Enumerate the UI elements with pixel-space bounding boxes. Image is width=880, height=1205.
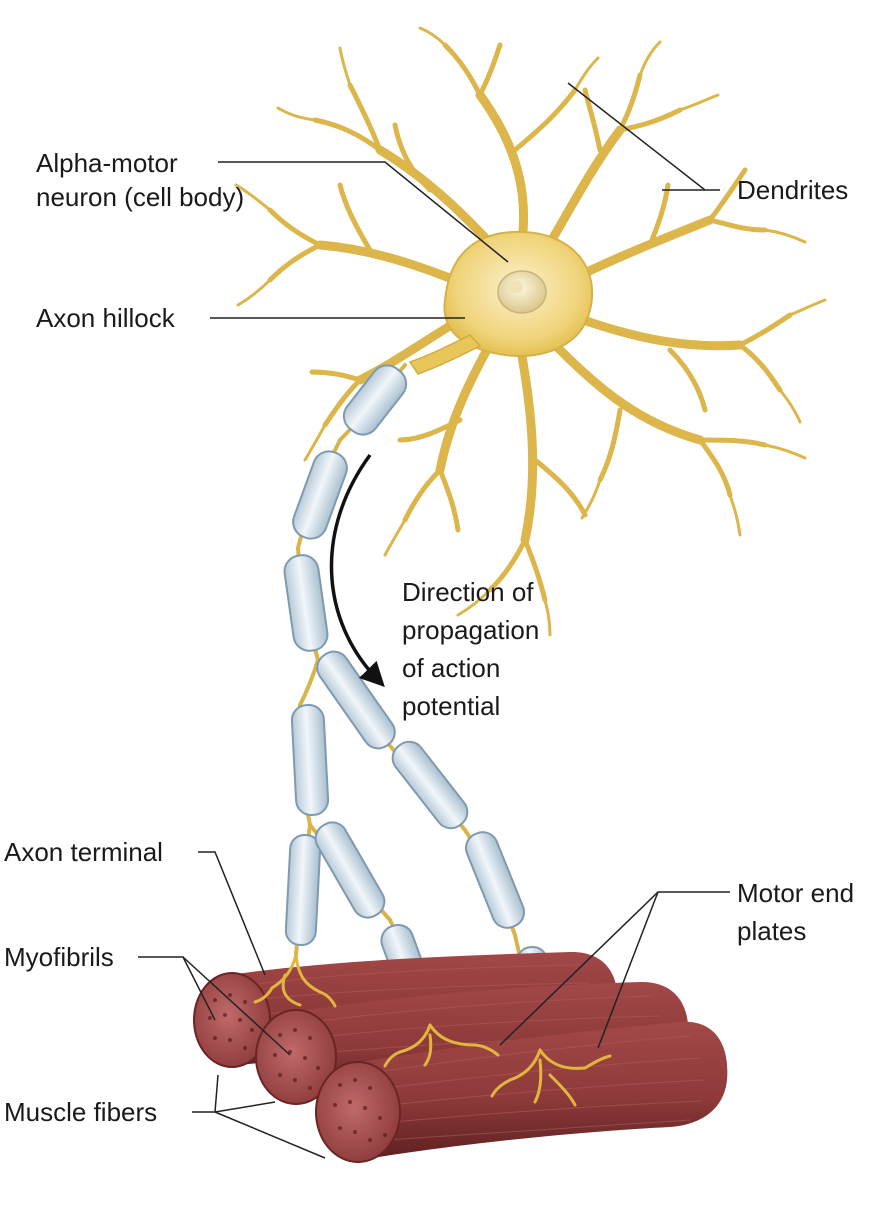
label-motor-end-plates: Motor end plates xyxy=(737,878,855,946)
axon-hillock xyxy=(408,334,482,375)
myelin-segment xyxy=(284,834,322,946)
propagation-arrow xyxy=(329,453,385,688)
myelin-segment xyxy=(391,740,469,830)
leader-muscle-fibers-2 xyxy=(214,1101,276,1113)
leader-myofibrils-2 xyxy=(182,956,291,1056)
nucleus xyxy=(497,270,547,314)
label-myofibrils: Myofibrils xyxy=(4,942,114,972)
leader-motor-end-plates-2 xyxy=(597,891,659,1049)
myelin-segment xyxy=(290,704,330,816)
leader-alpha-motor-neuron xyxy=(218,161,509,263)
leader-muscle-fibers-3 xyxy=(214,1111,326,1159)
myelin-segment xyxy=(464,831,526,929)
muscle-fibers-group xyxy=(193,951,728,1163)
label-muscle-fibers: Muscle fibers xyxy=(4,1097,158,1127)
myofibrils-cross-section xyxy=(255,1009,337,1105)
leader-lines xyxy=(138,82,730,1159)
label-axon-terminal: Axon terminal xyxy=(4,837,163,867)
muscle-fiber xyxy=(315,1021,728,1163)
dendrites-group xyxy=(234,26,827,637)
label-alpha-motor-neuron: Alpha-motor neuron (cell body) xyxy=(36,148,245,212)
cell-body xyxy=(443,230,594,357)
label-dendrites: Dendrites xyxy=(737,175,849,205)
leader-axon-terminal xyxy=(198,851,266,976)
myelin-segment xyxy=(283,554,329,652)
axon-terminals xyxy=(253,953,612,1107)
myelin-segment xyxy=(342,364,408,436)
myofibrils-cross-section xyxy=(315,1061,401,1163)
myelin-segment xyxy=(316,650,396,750)
label-direction-of-propagation: Direction of propagation of action poten… xyxy=(402,577,540,721)
label-axon-hillock: Axon hillock xyxy=(36,303,175,333)
myelin-segment xyxy=(314,821,386,919)
leader-muscle-fibers-1 xyxy=(192,1074,219,1113)
myelin-segment xyxy=(292,450,348,540)
myofibril-dots xyxy=(208,993,387,1142)
